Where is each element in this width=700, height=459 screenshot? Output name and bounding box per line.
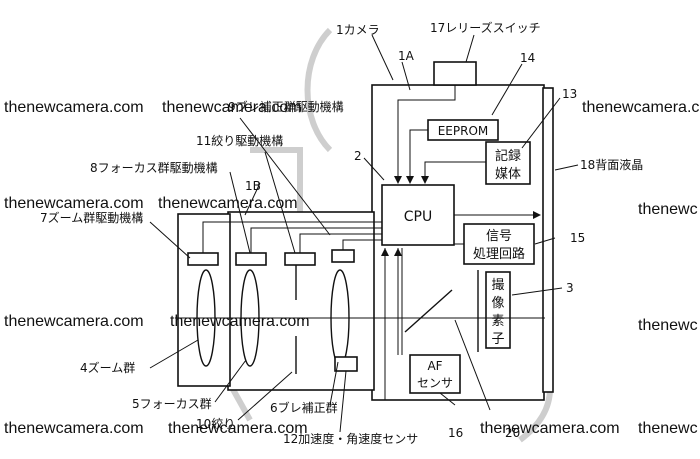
label-body-part: 1A	[398, 49, 415, 63]
recording-medium-label-2: 媒体	[495, 167, 521, 182]
body-signal-lines	[384, 85, 535, 400]
label-ref-2: 2	[354, 149, 362, 163]
label-zoom-drive: 7ズーム群駆動機構	[40, 210, 143, 225]
image-sensor-char-1: 撮	[491, 277, 504, 293]
label-ref-20: 20	[505, 426, 520, 440]
watermark-text: thenewcamera.com	[168, 420, 308, 437]
label-zoom-group: 4ズーム群	[80, 360, 135, 375]
gyro-sensor-box	[334, 356, 358, 372]
label-ref-13: 13	[562, 87, 577, 101]
watermark-text-cut: thenewc	[638, 420, 698, 437]
recording-medium-label-1: 記録	[495, 148, 521, 164]
image-sensor-char-3: 素	[491, 314, 504, 329]
eeprom-label: EEPROM	[438, 124, 489, 138]
aperture-drive-box	[284, 252, 316, 266]
watermark-text-cut: thenewc	[638, 201, 698, 218]
label-rear-lcd: 18背面液晶	[580, 157, 643, 172]
af-sensor-label-2: センサ	[417, 376, 453, 390]
label-focus-group: 5フォーカス群	[132, 397, 212, 411]
label-camera: 1カメラ	[336, 23, 380, 37]
label-ref-14: 14	[520, 51, 535, 65]
label-shake-group: 6ブレ補正群	[270, 400, 338, 415]
label-release-switch: 17レリーズスイッチ	[430, 20, 541, 35]
zoom-lens-element	[196, 269, 216, 367]
signal-processing-label-2: 処理回路	[473, 246, 525, 262]
label-aperture-drive: 11絞り駆動機構	[196, 133, 283, 148]
image-sensor-box	[485, 271, 511, 349]
label-ref-3: 3	[566, 281, 574, 295]
watermark-text: thenewcamera.com	[4, 313, 144, 330]
focus-drive-box	[235, 252, 267, 266]
label-ref-15: 15	[570, 231, 585, 245]
half-mirror	[404, 289, 453, 333]
watermark-text: thenewcamera.com	[158, 195, 298, 212]
label-lens-part: 1B	[245, 179, 261, 193]
cpu-label: CPU	[404, 209, 432, 225]
zoom-drive-box	[187, 252, 219, 266]
lens-barrel-front	[177, 213, 231, 387]
image-sensor-char-4: 子	[491, 332, 504, 347]
watermark-text: thenewcamera.com	[582, 99, 700, 116]
cpu-box	[381, 184, 455, 246]
label-shake-drive: 9ブレ補正群駆動機構	[228, 99, 344, 114]
watermark-text: thenewcamera.com	[4, 99, 144, 116]
shake-drive-box	[331, 249, 355, 263]
watermark-text-overlap: thenewcamera.com	[480, 420, 620, 437]
watermark-text: thenewcamera.com	[4, 420, 144, 437]
focus-lens-element	[240, 269, 260, 367]
watermark-text: thenewcamera.com	[162, 99, 302, 116]
watermark-text: thenewcamera.com	[170, 313, 310, 330]
label-ref-16: 16	[448, 426, 463, 440]
signal-processing-label-1: 信号	[486, 229, 512, 244]
leader-lines	[149, 34, 579, 433]
watermark-text: thenewcamera.com	[4, 195, 144, 212]
signal-processing-box	[463, 223, 535, 265]
watermark-text-cut: thenewc	[638, 317, 698, 334]
arrowheads	[381, 176, 541, 256]
recording-medium-box	[485, 141, 531, 185]
lens-control-lines	[202, 221, 382, 253]
label-focus-drive: 8フォーカス群駆動機構	[90, 160, 218, 175]
watermark-layer: thenewcamera.com thenewcamera.com thenew…	[4, 99, 700, 437]
release-switch	[433, 61, 477, 86]
af-sensor-box	[409, 354, 461, 394]
label-aperture: 10絞り	[196, 416, 235, 431]
image-sensor-char-2: 像	[491, 296, 504, 311]
af-sensor-label-1: AF	[427, 359, 442, 373]
label-gyro: 12加速度・角速度センサ	[283, 431, 418, 446]
